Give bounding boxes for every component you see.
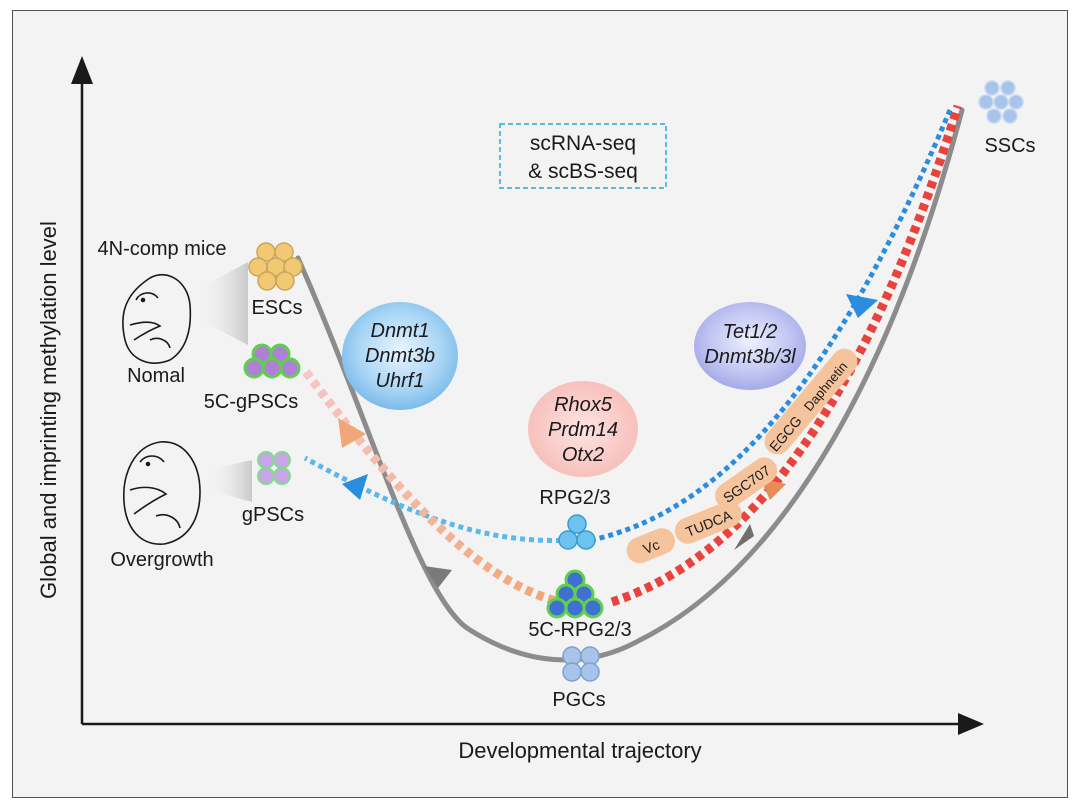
blue-dashed-path-right bbox=[581, 109, 953, 545]
normal-embryo-icon bbox=[122, 273, 192, 364]
gene-uhrf1: Uhrf1 bbox=[376, 370, 425, 392]
mice-normal-label: Nomal bbox=[127, 365, 185, 387]
method-line1: scRNA-seq bbox=[530, 132, 636, 155]
curve-arrow-down bbox=[424, 566, 452, 588]
label-5c-rpg23: 5C-RPG2/3 bbox=[528, 619, 631, 641]
x-axis-label: Developmental trajectory bbox=[458, 738, 701, 763]
compound-pill-1 bbox=[626, 528, 675, 564]
method-line2: & scBS-seq bbox=[528, 160, 638, 183]
gene-bubble-right: Tet1/2 Dnmt3b/3l bbox=[694, 302, 806, 390]
label-pgcs: PGCs bbox=[552, 689, 605, 711]
gene-bubble-left: Dnmt1 Dnmt3b Uhrf1 bbox=[342, 302, 458, 410]
curve-arrow-up bbox=[734, 524, 754, 550]
cell-gpscs: gPSCs bbox=[242, 451, 304, 526]
x-axis-arrow bbox=[958, 713, 984, 735]
gene-dnmt3b: Dnmt3b bbox=[365, 345, 435, 367]
cell-5c-rpg23: 5C-RPG2/3 bbox=[528, 569, 632, 641]
cell-escs: ESCs bbox=[248, 242, 303, 319]
cell-5c-gpscs: 5C-gPSCs bbox=[204, 343, 301, 413]
cell-rpg23: RPG2/3 bbox=[539, 487, 611, 550]
blue-arrow-to-gpscs bbox=[342, 474, 368, 500]
label-escs: ESCs bbox=[251, 297, 302, 319]
red-dashed-path bbox=[610, 104, 963, 607]
gene-tet12: Tet1/2 bbox=[723, 321, 778, 343]
label-sscs: SSCs bbox=[984, 135, 1035, 157]
gene-dnmt3b3l: Dnmt3b/3l bbox=[704, 346, 796, 368]
bubble-right-bg bbox=[694, 302, 806, 390]
y-axis-arrow bbox=[71, 56, 93, 84]
compound-1: Vc bbox=[641, 536, 662, 557]
overgrowth-embryo-icon bbox=[123, 441, 201, 545]
compound-pill-2 bbox=[674, 501, 742, 544]
compound-pill-4 bbox=[764, 348, 858, 455]
axes: Developmental trajectory Global and impr… bbox=[36, 56, 984, 763]
label-rpg23: RPG2/3 bbox=[539, 487, 610, 509]
gene-bubble-middle: Rhox5 Prdm14 Otx2 bbox=[528, 381, 638, 477]
bubble-middle-bg bbox=[528, 381, 638, 477]
label-5c-gpscs: 5C-gPSCs bbox=[204, 391, 298, 413]
bubble-left-bg bbox=[342, 302, 458, 410]
label-gpscs: gPSCs bbox=[242, 504, 304, 526]
orange-dashed-path bbox=[302, 369, 562, 607]
cell-pgcs: PGCs bbox=[552, 646, 606, 711]
y-axis-label: Global and imprinting methylation level bbox=[36, 221, 61, 599]
method-box: scRNA-seq & scBS-seq bbox=[499, 123, 667, 189]
gene-rhox5: Rhox5 bbox=[554, 394, 613, 416]
mice-overgrowth-label: Overgrowth bbox=[110, 549, 213, 571]
gene-otx2: Otx2 bbox=[562, 444, 604, 466]
orange-arrow-left bbox=[338, 418, 366, 448]
cone-normal bbox=[196, 262, 248, 345]
mice-top-label: 4N-comp mice bbox=[98, 238, 227, 260]
cone-overgrowth bbox=[208, 460, 252, 502]
blue-arrow-right bbox=[846, 294, 878, 318]
mice-group: 4N-comp mice Nomal Overgrowth bbox=[98, 238, 252, 571]
compound-pill-3 bbox=[715, 457, 778, 509]
cell-sscs: SSCs bbox=[978, 80, 1036, 157]
method-box-border bbox=[499, 123, 667, 189]
gene-dnmt1: Dnmt1 bbox=[371, 320, 430, 342]
gene-prdm14: Prdm14 bbox=[548, 419, 618, 441]
